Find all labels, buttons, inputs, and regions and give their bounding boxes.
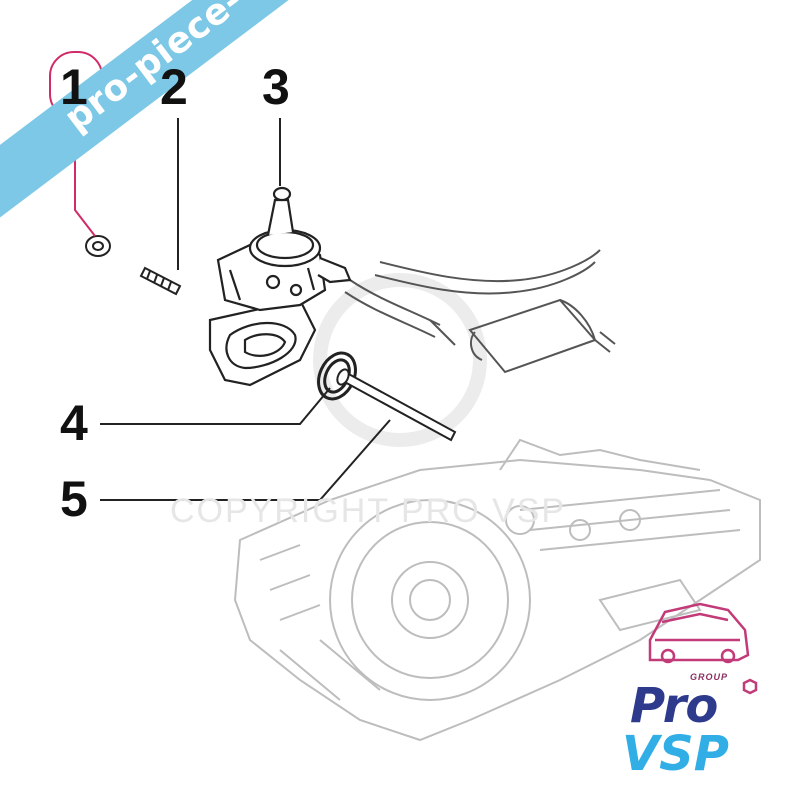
callout-4: 4	[60, 395, 88, 451]
leader-line-4	[100, 387, 331, 425]
part-5-pushrod	[336, 368, 457, 442]
part-1-nut	[85, 235, 111, 257]
logo-group-label: GROUP	[690, 672, 729, 682]
logo-hex-icon	[742, 678, 758, 695]
logo-brand-pro: Pro	[630, 678, 718, 734]
fuel-hose-and-filter	[344, 249, 616, 374]
part-3-fuel-pump	[208, 186, 352, 387]
logo-car-icon	[648, 602, 750, 664]
leader-line-5	[100, 419, 391, 501]
leader-lines	[74, 118, 391, 501]
logo-brand-vsp: VSP	[622, 726, 729, 782]
callout-3: 3	[262, 59, 290, 115]
part-2-stud	[139, 266, 182, 296]
callout-1: 1	[60, 59, 88, 115]
copyright-watermark-text: COPYRIGHT PRO VSP	[170, 492, 567, 530]
callout-2: 2	[160, 59, 188, 115]
callout-5: 5	[60, 471, 88, 527]
